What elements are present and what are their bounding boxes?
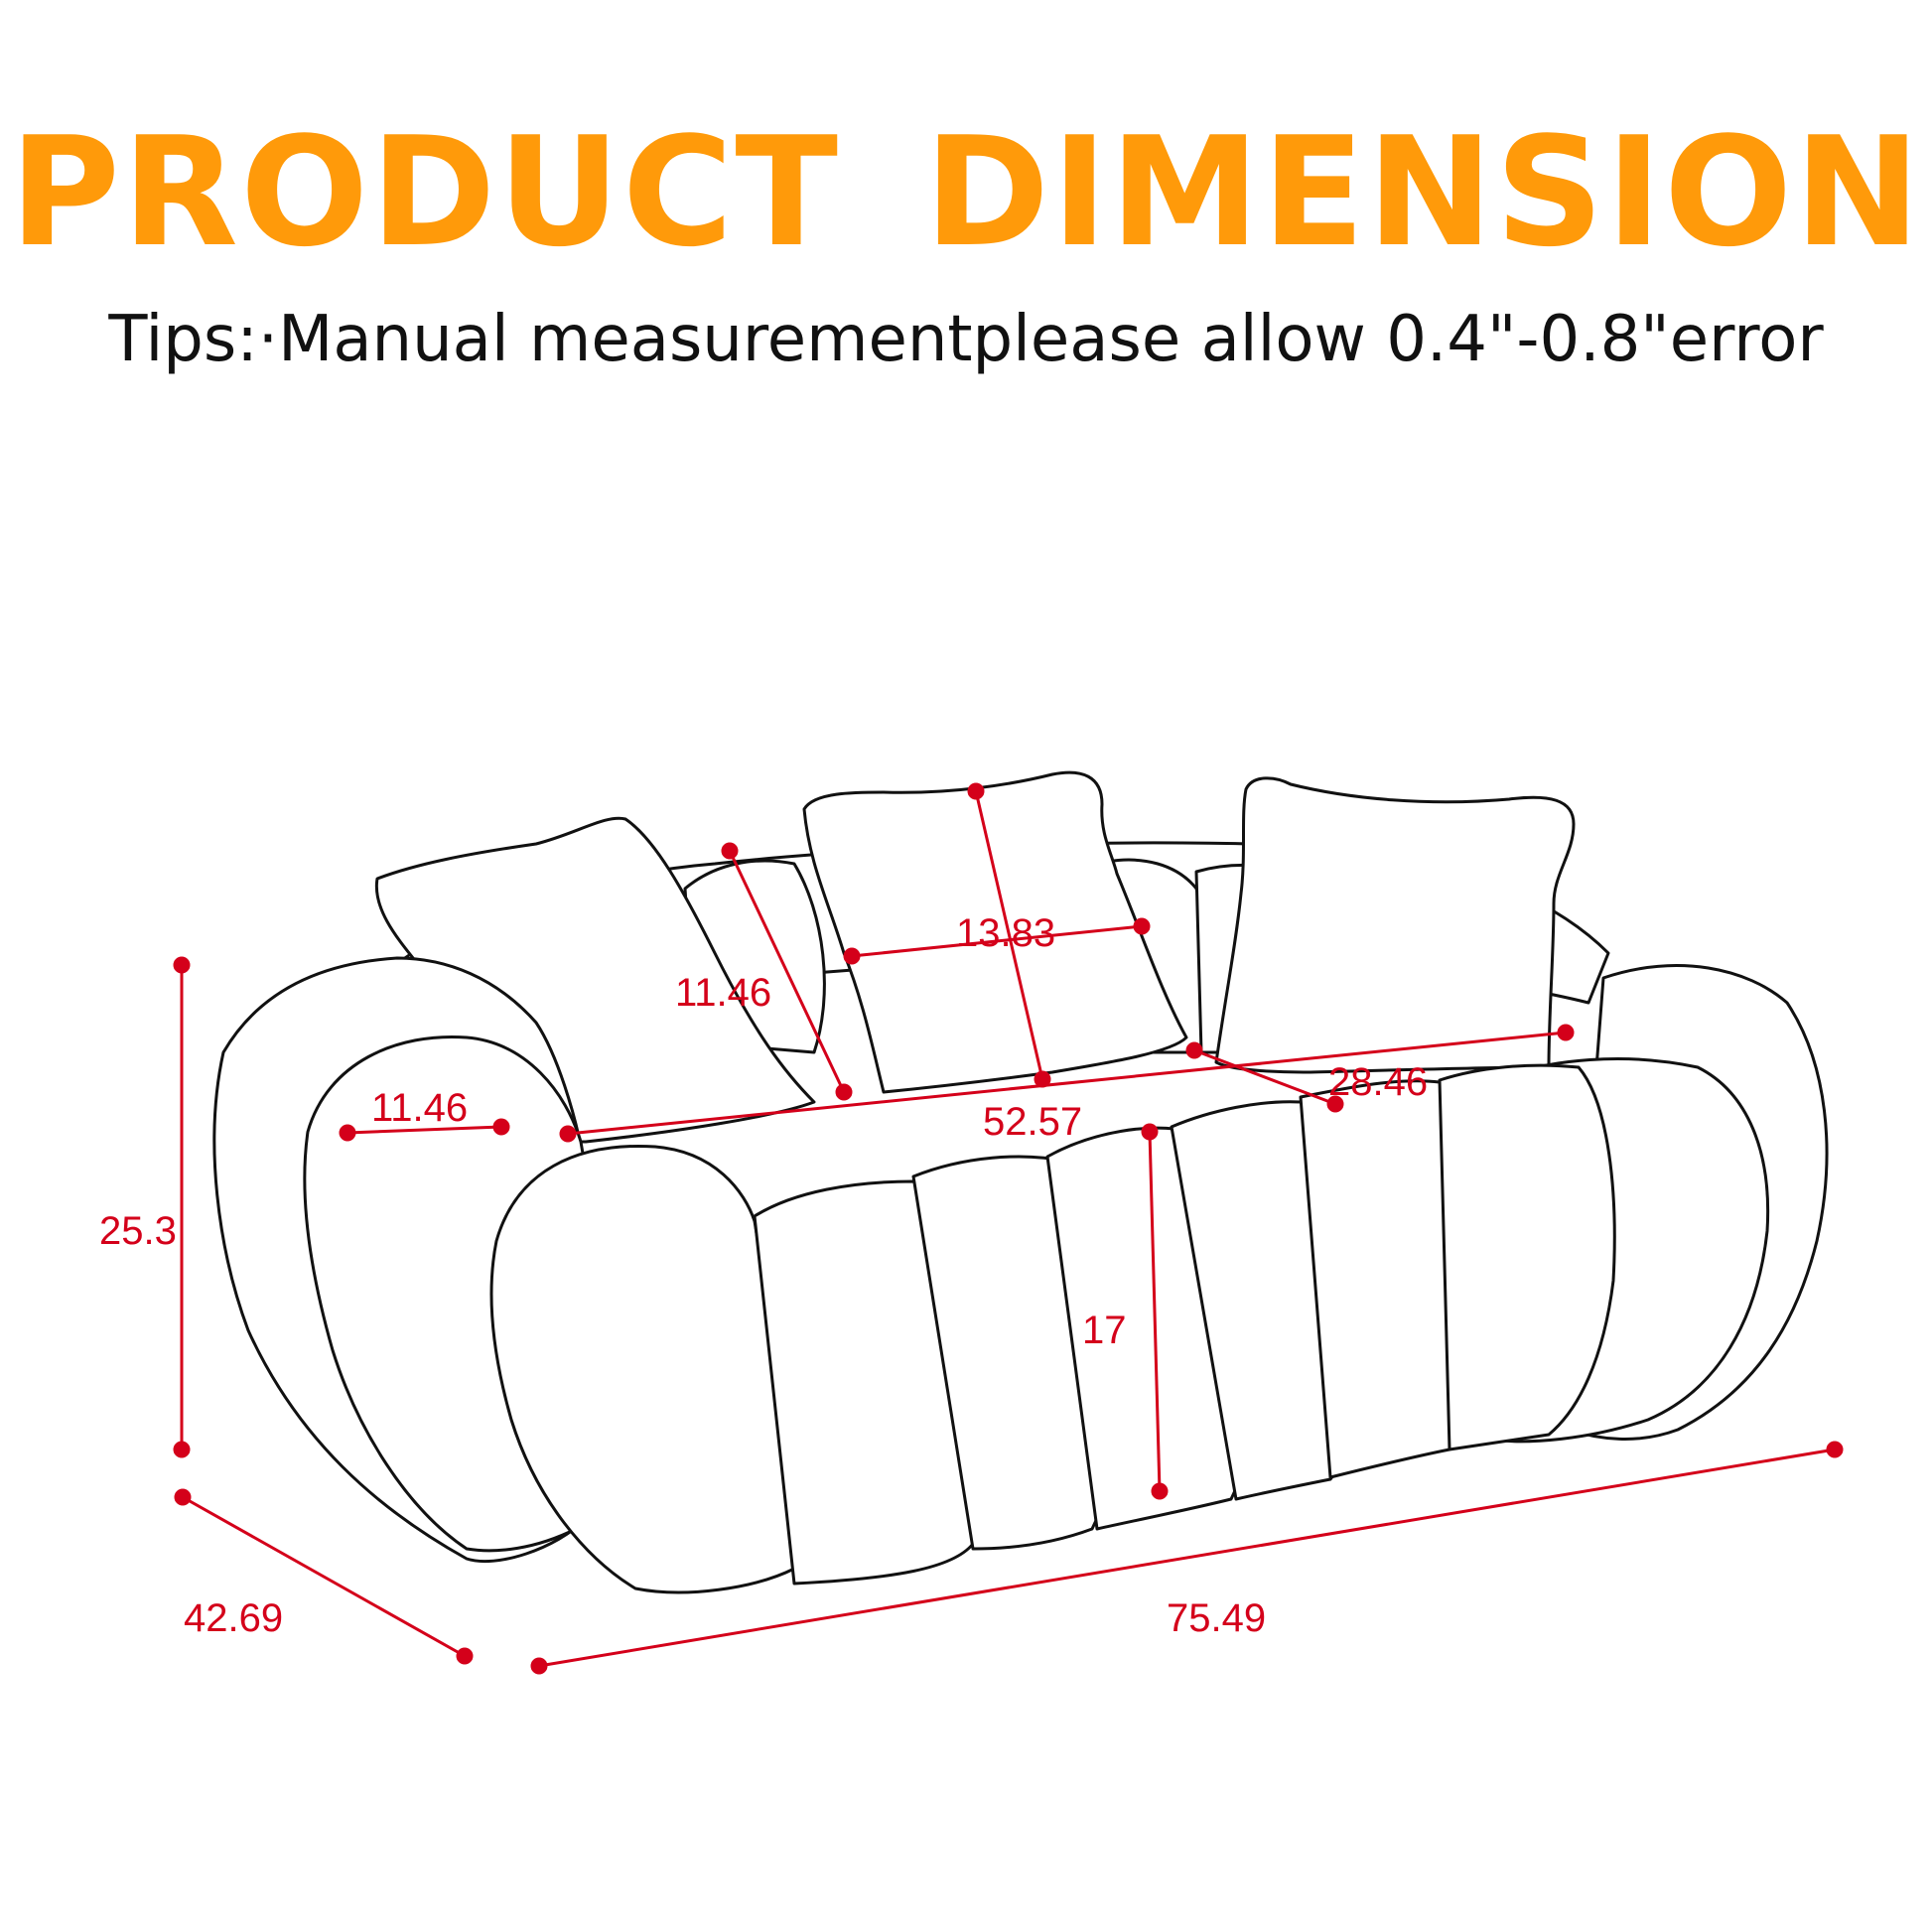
label-arm-width: 11.46: [371, 1086, 468, 1130]
label-armrest-height: 25.3: [99, 1209, 177, 1253]
label-pillow-height: 11.46: [675, 971, 771, 1015]
label-depth: 42.69: [184, 1596, 283, 1640]
sofa-outline: [212, 770, 1829, 1594]
seat-channel-7: [1438, 1063, 1616, 1451]
label-pillow-width: 13.83: [956, 911, 1055, 955]
pillow-right: [1214, 776, 1576, 1074]
page-title: PRODUCT DIMENSION: [9, 104, 1923, 280]
dimension-lines: [173, 782, 1844, 1675]
label-seat-width: 52.57: [983, 1100, 1082, 1144]
pillow-middle: [802, 770, 1188, 1094]
measurement-tips: Tips:·Manual measurementplease allow 0.4…: [108, 303, 1824, 376]
label-overall-width: 75.49: [1167, 1596, 1266, 1640]
label-seat-depth: 28.46: [1328, 1060, 1428, 1104]
label-seat-height: 17: [1082, 1309, 1127, 1352]
